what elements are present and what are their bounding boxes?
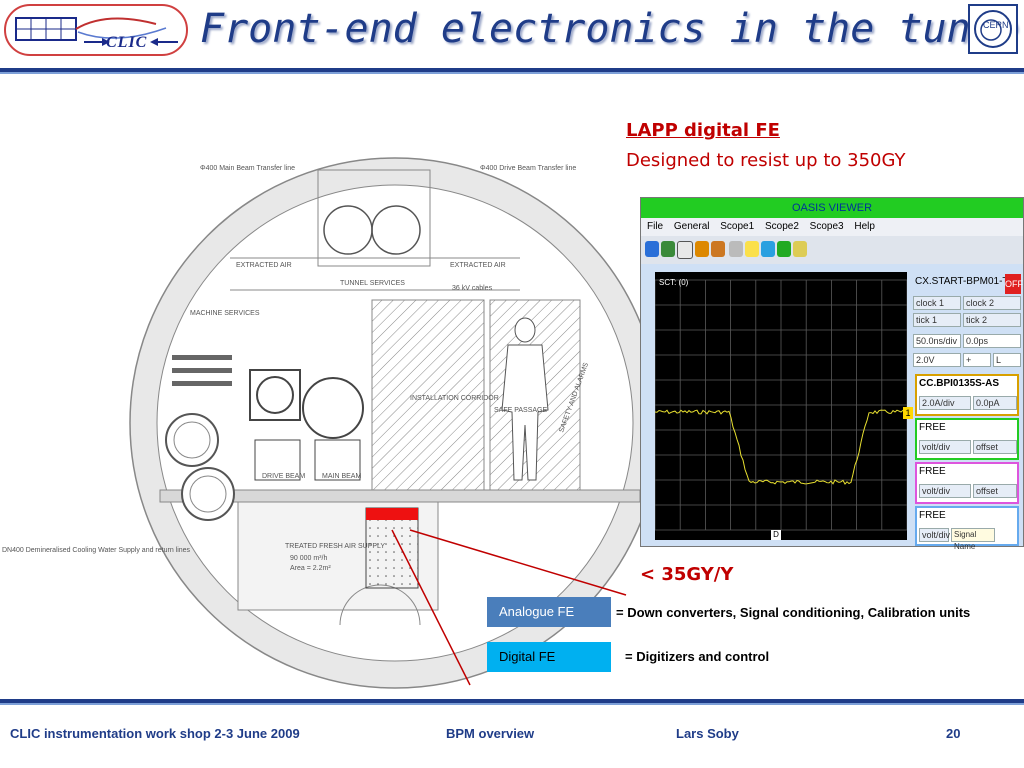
- label-main-beam: Φ400 Main Beam Transfer line: [200, 165, 295, 172]
- tunnel-cross-section: Φ400 Main Beam Transfer line Φ400 Drive …: [2, 157, 640, 689]
- tool-icon[interactable]: [711, 241, 725, 257]
- label-fresh-air: TREATED FRESH AIR SUPPLY: [285, 543, 385, 550]
- label-cables: 36 kV cables: [452, 285, 493, 292]
- label-cooling-water: DN400 Demineralised Cooling Water Supply…: [2, 547, 191, 554]
- connect-icon[interactable]: [661, 241, 675, 257]
- plus-icon[interactable]: [729, 241, 743, 257]
- page-number: 20: [946, 726, 961, 741]
- label-tunnel-services: TUNNEL SERVICES: [340, 280, 405, 287]
- offset-2[interactable]: offset: [973, 484, 1017, 498]
- trigger-marker[interactable]: 1: [903, 407, 913, 419]
- tick2-field[interactable]: tick 2: [963, 313, 1021, 327]
- footer-topic: BPM overview: [446, 726, 535, 741]
- scope-trace: [655, 279, 907, 531]
- label-machine-services: MACHINE SERVICES: [190, 310, 260, 317]
- free-box-1: FREE volt/div offset: [915, 418, 1019, 460]
- trigger-mode-field[interactable]: L: [993, 353, 1021, 367]
- label-safe-passage: SAFE PASSAGE: [494, 407, 547, 414]
- volt-div-3[interactable]: volt/div: [919, 528, 950, 542]
- label-extracted-air-right: EXTRACTED AIR: [450, 262, 506, 269]
- scope-label: SCT: (0): [659, 278, 689, 287]
- label-installation-corridor: INSTALLATION CORRIDOR: [410, 395, 499, 402]
- menu-help[interactable]: Help: [854, 221, 875, 232]
- channel2-name: CC.BPI0135S-AS: [919, 378, 1000, 389]
- menu-scope2[interactable]: Scope2: [764, 221, 799, 232]
- header-divider: [0, 68, 1024, 74]
- oasis-viewer-window: OASIS VIEWER File General Scope1 Scope2 …: [640, 197, 1024, 551]
- digital-fe-description: = Digitizers and control: [625, 649, 770, 664]
- ch2-offset-field[interactable]: 0.0pA: [973, 396, 1017, 410]
- label-area: Area = 2.2m²: [290, 565, 331, 572]
- digital-fe-box: Digital FE: [487, 642, 611, 672]
- off-button[interactable]: OFF: [1005, 274, 1023, 294]
- cern-logo-graphic: CERN: [974, 10, 1012, 48]
- trigger-level-field[interactable]: 2.0V: [913, 353, 961, 367]
- menu-scope3[interactable]: Scope3: [809, 221, 844, 232]
- edit-icon[interactable]: [695, 241, 709, 257]
- save-icon[interactable]: [793, 241, 807, 257]
- cern-logo-text: CERN: [983, 20, 1009, 30]
- clock2-field[interactable]: clock 2: [963, 296, 1021, 310]
- channel2-box: CC.BPI0135S-AS 2.0A/div 0.0pA: [915, 374, 1019, 416]
- lapp-heading: LAPP digital FE: [626, 120, 780, 141]
- label-drive-beam-tl: Φ400 Drive Beam Transfer line: [480, 165, 576, 172]
- page-title: Front-end electronics in the tunnel: [200, 6, 1024, 52]
- globe-icon[interactable]: [645, 241, 659, 257]
- cern-logo: CERN: [968, 4, 1018, 54]
- label-air-flow: 90 000 m³/h: [290, 555, 327, 562]
- trigger-sign-field[interactable]: +: [963, 353, 991, 367]
- tick1-field[interactable]: tick 1: [913, 313, 961, 327]
- label-extracted-air-left: EXTRACTED AIR: [236, 262, 292, 269]
- timebase-field[interactable]: 50.0ns/div: [913, 334, 961, 348]
- signal-name-tooltip: Signal Name: [951, 528, 995, 551]
- oasis-toolbar: [641, 236, 1023, 264]
- scope-display[interactable]: SCT: (0) 1 D: [655, 272, 913, 540]
- menu-file[interactable]: File: [647, 221, 664, 232]
- free-label-1: FREE: [919, 422, 946, 433]
- oasis-titlebar: OASIS VIEWER: [641, 198, 1023, 218]
- footer-divider: [0, 699, 1024, 705]
- time-offset-field[interactable]: 0.0ps: [963, 334, 1021, 348]
- menu-general[interactable]: General: [673, 221, 710, 232]
- footer-author: Lars Soby: [676, 726, 739, 741]
- label-drive-beam: DRIVE BEAM: [262, 473, 305, 480]
- offset-1[interactable]: offset: [973, 440, 1017, 454]
- volt-div-1[interactable]: volt/div: [919, 440, 971, 454]
- oasis-title: OASIS VIEWER: [791, 202, 873, 214]
- label-main-beam-machine: MAIN BEAM: [322, 473, 361, 480]
- free-box-3: FREE volt/div Signal Name: [915, 506, 1019, 551]
- delay-marker[interactable]: D: [771, 530, 781, 540]
- footer-event: CLIC instrumentation work shop 2-3 June …: [10, 726, 300, 741]
- menu-scope1[interactable]: Scope1: [720, 221, 755, 232]
- analogue-fe-box: Analogue FE: [487, 597, 611, 627]
- clic-logo-graphic: [15, 17, 178, 46]
- clic-logo: CLIC: [4, 4, 188, 56]
- clock1-field[interactable]: clock 1: [913, 296, 961, 310]
- oasis-menubar: File General Scope1 Scope2 Scope3 Help: [641, 218, 1023, 236]
- waveform-icon[interactable]: [761, 241, 775, 257]
- document-icon[interactable]: [677, 241, 693, 259]
- traffic-light-icon[interactable]: [745, 241, 759, 257]
- free-box-2: FREE volt/div offset: [915, 462, 1019, 504]
- scope-waveform: [655, 409, 907, 485]
- analogue-fe-description: = Down converters, Signal conditioning, …: [616, 605, 971, 620]
- volt-div-2[interactable]: volt/div: [919, 484, 971, 498]
- dose-rate-label: < 35GY/Y: [640, 564, 734, 585]
- free-label-2: FREE: [919, 466, 946, 477]
- ch2-scale-field[interactable]: 2.0A/div: [919, 396, 971, 410]
- channel-name: CX.START-BPM01-TS: [915, 276, 1016, 287]
- clic-logo-text: CLIC: [106, 34, 148, 51]
- lapp-subtitle: Designed to resist up to 350GY: [626, 150, 906, 171]
- layout-icon[interactable]: [777, 241, 791, 257]
- free-label-3: FREE: [919, 510, 946, 521]
